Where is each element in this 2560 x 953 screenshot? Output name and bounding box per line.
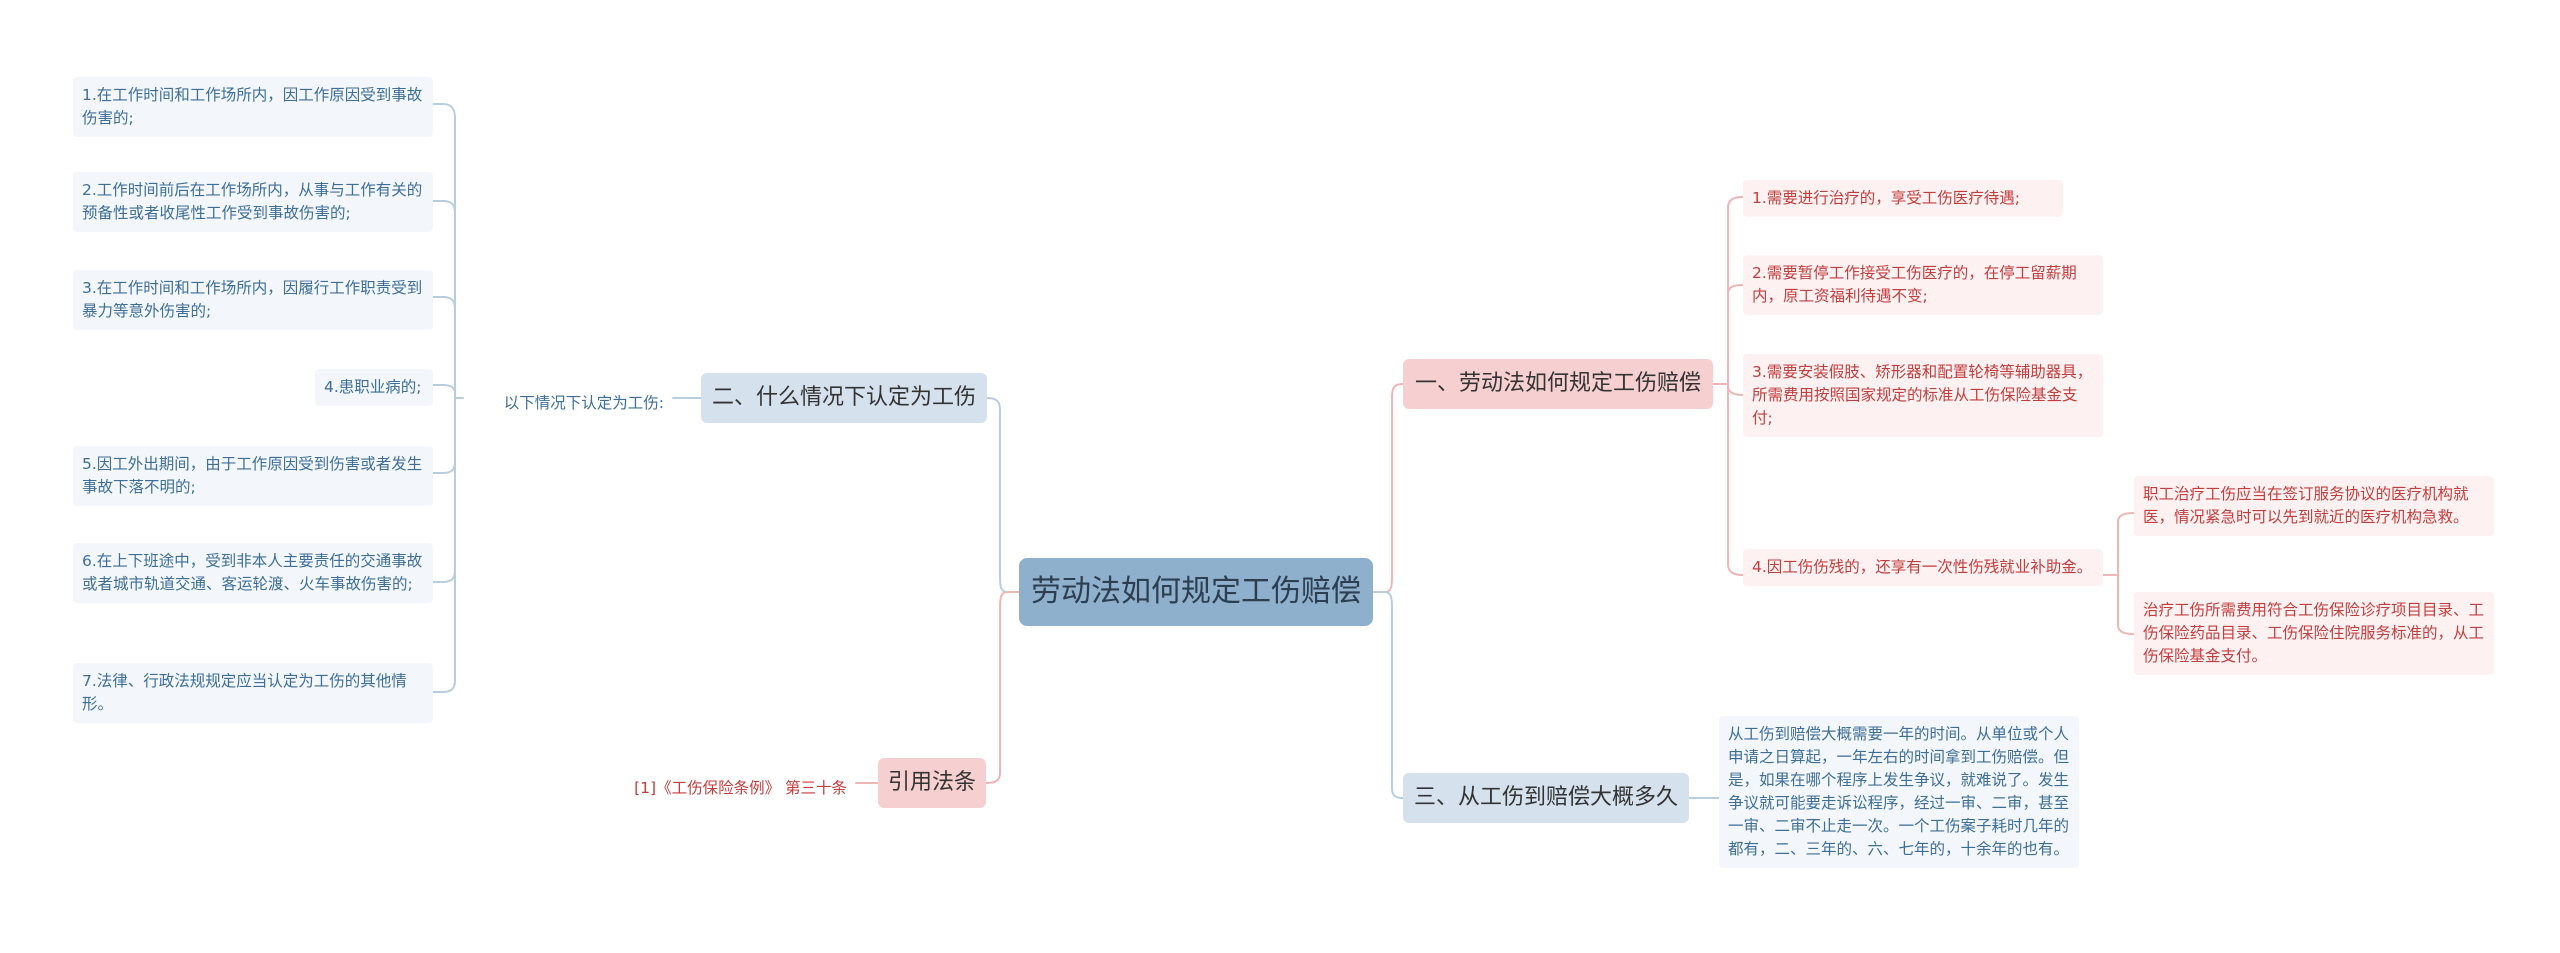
work-injury-item-7[interactable]: 7.法律、行政法规规定应当认定为工伤的其他情形。 [73,663,433,723]
branch-work-injury[interactable]: 二、什么情况下认定为工伤 [701,373,987,423]
compensation-item-2[interactable]: 2.需要暂停工作接受工伤医疗的，在停工留薪期内，原工资福利待遇不变; [1743,255,2103,315]
work-injury-item-5[interactable]: 5.因工外出期间，由于工作原因受到伤害或者发生事故下落不明的; [73,446,433,506]
duration-item[interactable]: 从工伤到赔偿大概需要一年的时间。从单位或个人申请之日算起，一年左右的时间拿到工伤… [1719,716,2079,868]
work-injury-item-3[interactable]: 3.在工作时间和工作场所内，因履行工作职责受到暴力等意外伤害的; [73,270,433,330]
compensation-item-1[interactable]: 1.需要进行治疗的，享受工伤医疗待遇; [1743,180,2063,217]
citation-item[interactable]: [1]《工伤保险条例》 第三十条 [634,779,847,797]
root-topic[interactable]: 劳动法如何规定工伤赔偿 [1019,558,1373,626]
branch-work-injury-intro[interactable]: 以下情况下认定为工伤: [503,394,664,412]
compensation-item-3[interactable]: 3.需要安装假肢、矫形器和配置轮椅等辅助器具，所需费用按照国家规定的标准从工伤保… [1743,354,2103,437]
compensation-item-4[interactable]: 4.因工伤伤残的，还享有一次性伤残就业补助金。 [1743,549,2103,586]
work-injury-item-2[interactable]: 2.工作时间前后在工作场所内，从事与工作有关的预备性或者收尾性工作受到事故伤害的… [73,172,433,232]
branch-compensation[interactable]: 一、劳动法如何规定工伤赔偿 [1403,359,1713,409]
work-injury-item-4[interactable]: 4.患职业病的; [315,369,433,406]
compensation-sub-item-2[interactable]: 治疗工伤所需费用符合工伤保险诊疗项目目录、工伤保险药品目录、工伤保险住院服务标准… [2134,592,2494,675]
work-injury-item-6[interactable]: 6.在上下班途中，受到非本人主要责任的交通事故或者城市轨道交通、客运轮渡、火车事… [73,543,433,603]
branch-duration[interactable]: 三、从工伤到赔偿大概多久 [1403,773,1689,823]
branch-citation[interactable]: 引用法条 [878,758,986,808]
work-injury-item-1[interactable]: 1.在工作时间和工作场所内，因工作原因受到事故伤害的; [73,77,433,137]
compensation-sub-item-1[interactable]: 职工治疗工伤应当在签订服务协议的医疗机构就医，情况紧急时可以先到就近的医疗机构急… [2134,476,2494,536]
